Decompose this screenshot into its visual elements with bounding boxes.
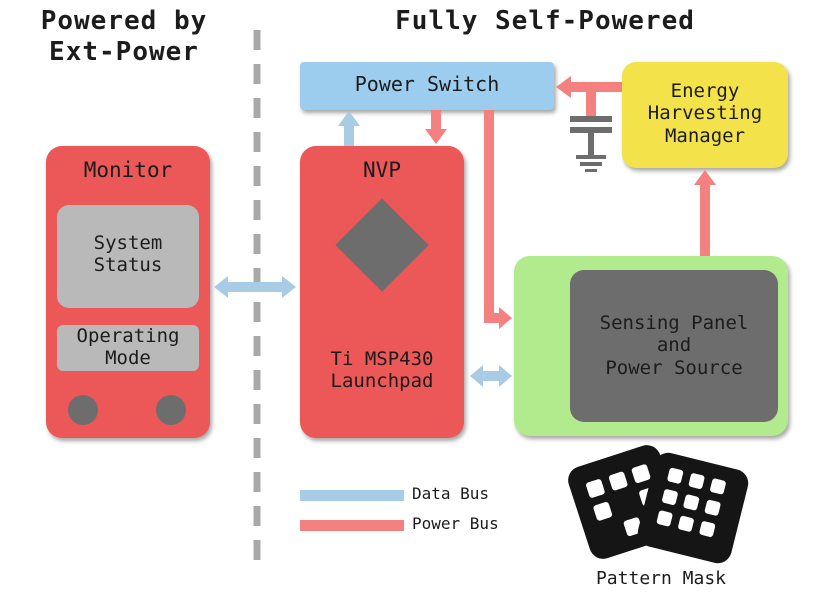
power-bus-sensing-manager	[694, 170, 716, 256]
legend-power-bus-swatch	[300, 520, 404, 531]
legend-power-bus-label: Power Bus	[412, 514, 499, 533]
monitor-knob-right	[156, 395, 186, 425]
nvp-title: NVP	[363, 158, 401, 182]
pattern-mask-label: Pattern Mask	[595, 568, 727, 589]
sensing-panel-label: Sensing Panel and Power Source	[599, 312, 749, 379]
power-bus-manager-switch	[556, 76, 622, 98]
energy-manager-label: Energy Harvesting Manager	[647, 80, 763, 147]
pattern-mask-front-icon	[637, 452, 749, 564]
energy-manager-block	[622, 62, 788, 168]
operating-mode-panel	[57, 325, 199, 371]
power-bus-switch-nvp	[425, 110, 447, 144]
power-switch-label: Power Switch	[354, 72, 500, 96]
heading-ext-power: Powered by Ext-Power	[40, 6, 208, 67]
capacitor-icon	[570, 92, 612, 172]
nvp-board-label: Ti MSP430 Launchpad	[330, 348, 434, 393]
operating-mode-label: Operating Mode	[76, 325, 180, 370]
system-status-panel	[57, 205, 199, 308]
system-status-label: System Status	[93, 232, 163, 277]
legend-data-bus-swatch	[300, 490, 404, 501]
power-bus-switch-sensing	[484, 110, 512, 329]
nvp-block	[300, 146, 464, 438]
legend-data-bus-label: Data Bus	[412, 484, 490, 503]
power-switch-block	[300, 62, 554, 110]
monitor-knob-left	[68, 395, 98, 425]
monitor-title: Monitor	[83, 158, 173, 182]
sensing-panel-inner	[570, 270, 778, 422]
data-bus-nvp-switch	[338, 111, 360, 146]
heading-self-powered: Fully Self-Powered	[395, 6, 695, 36]
data-bus-monitor-nvp	[214, 276, 296, 298]
data-bus-nvp-sensing	[470, 365, 512, 387]
